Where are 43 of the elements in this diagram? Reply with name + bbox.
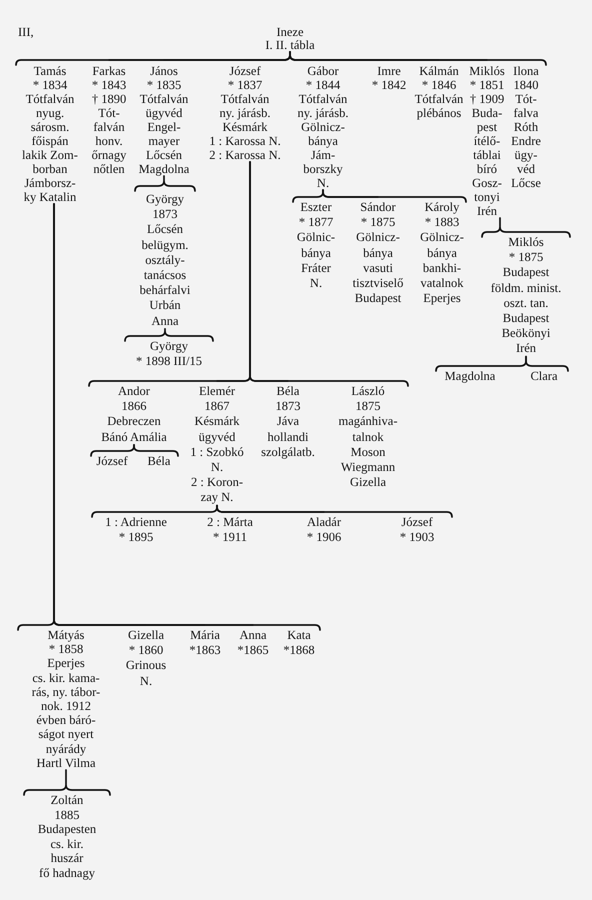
person-entry: László 1875 magánhiva- talnok Moson Wiegmann Gizella: [328, 381, 408, 490]
person-entry: Andor 1866 Debreczen Bánó Amália: [89, 381, 179, 445]
person-entry: Béla: [140, 451, 178, 470]
person-entry: József * 1837 Tótfalván ny. járásb. Késmárk 1 : Karossa N. 2 : Karossa N.: [201, 60, 289, 162]
person-entry: Kata *1868: [278, 625, 320, 658]
person-entry: Károly * 1883 Gölnicz- bánya bankhi- vatalnok Eperjes: [418, 197, 466, 306]
person-entry: Anna *1865: [232, 625, 274, 658]
person-entry: Eszter * 1877 Gölnic- bánya Fráter N.: [293, 197, 339, 292]
person-entry: György * 1898 III/15: [125, 336, 213, 370]
person-entry: Ilona 1840 Tót- falva Róth Endre ügy- véd Lőcse: [506, 60, 546, 190]
person-entry: József * 1903: [382, 512, 452, 546]
person-entry: József: [91, 451, 133, 470]
brace-connector: [124, 328, 214, 342]
person-entry: Aladár * 1906: [294, 512, 354, 546]
person-entry: Elemér 1867 Késmárk ügyvéd 1 : Szobkó N. 2 : Koron- zay N.: [184, 381, 250, 506]
person-entry: Miklós * 1875 Budapest földm. minist. oszt. tan. Budapest Beökönyi Irén: [482, 232, 570, 357]
person-entry: Clara: [520, 366, 568, 384]
person-entry: Béla 1873 Jáva hollandi szolgálatb.: [254, 381, 322, 460]
person-entry: Magdolna: [436, 366, 504, 384]
family-heading: Ineze I. II. tábla: [240, 24, 340, 52]
brace-connector: [289, 51, 547, 66]
person-entry: György 1873 Lőcsén belügym. osztály- tanácsos behárfalvi Urbán Anna: [135, 186, 195, 329]
brace-connector: [216, 504, 453, 518]
person-entry: Kálmán * 1846 Tótfalván plébános: [412, 60, 466, 120]
person-entry: Sándor * 1875 Gölnicz- bánya vasuti tisztviselő Budapest: [347, 197, 409, 306]
person-entry: Tamás * 1834 Tótfalván nyug. sárosm. főispán lakik Zom- borban Jámborsz- ky Katalin: [16, 60, 84, 204]
person-entry: Imre * 1842: [368, 60, 410, 92]
person-entry: Gábor * 1844 Tótfalván ny. járásb. Gölnicz- bánya Jám- borszky N.: [291, 60, 355, 190]
person-entry: Mátyás * 1858 Eperjes cs. kir. kama- rás, ny. tábor- nok. 1912 évben báró- ságot nyert nyárády Hartl Vilma: [18, 625, 114, 770]
person-entry: Zoltán 1885 Budapesten cs. kir. huszár fő hadnagy: [24, 790, 110, 880]
table-number: III,: [18, 26, 34, 39]
person-entry: Miklós * 1851 † 1909 Buda- pest ítélő- táblai bíró Gosz- tonyi Irén: [468, 60, 506, 218]
person-entry: Gizella * 1860 Grinous N.: [116, 625, 176, 689]
brace-connector: [322, 189, 467, 203]
person-entry: 2 : Márta * 1911: [196, 512, 264, 546]
brace-connector: [23, 769, 111, 796]
person-entry: Farkas * 1843 † 1890 Tót- falván honv. őrnagy nőtlen: [86, 60, 132, 176]
person-entry: 1 : Adrienne * 1895: [92, 512, 180, 546]
brace-connector: [53, 203, 321, 631]
person-entry: Mária *1863: [180, 625, 230, 658]
person-entry: János * 1835 Tótfalván ügyvéd Engel- mayer Lőcsén Magdolna: [134, 60, 194, 176]
brace-connector: [134, 175, 196, 192]
brace-connector: [481, 217, 571, 238]
